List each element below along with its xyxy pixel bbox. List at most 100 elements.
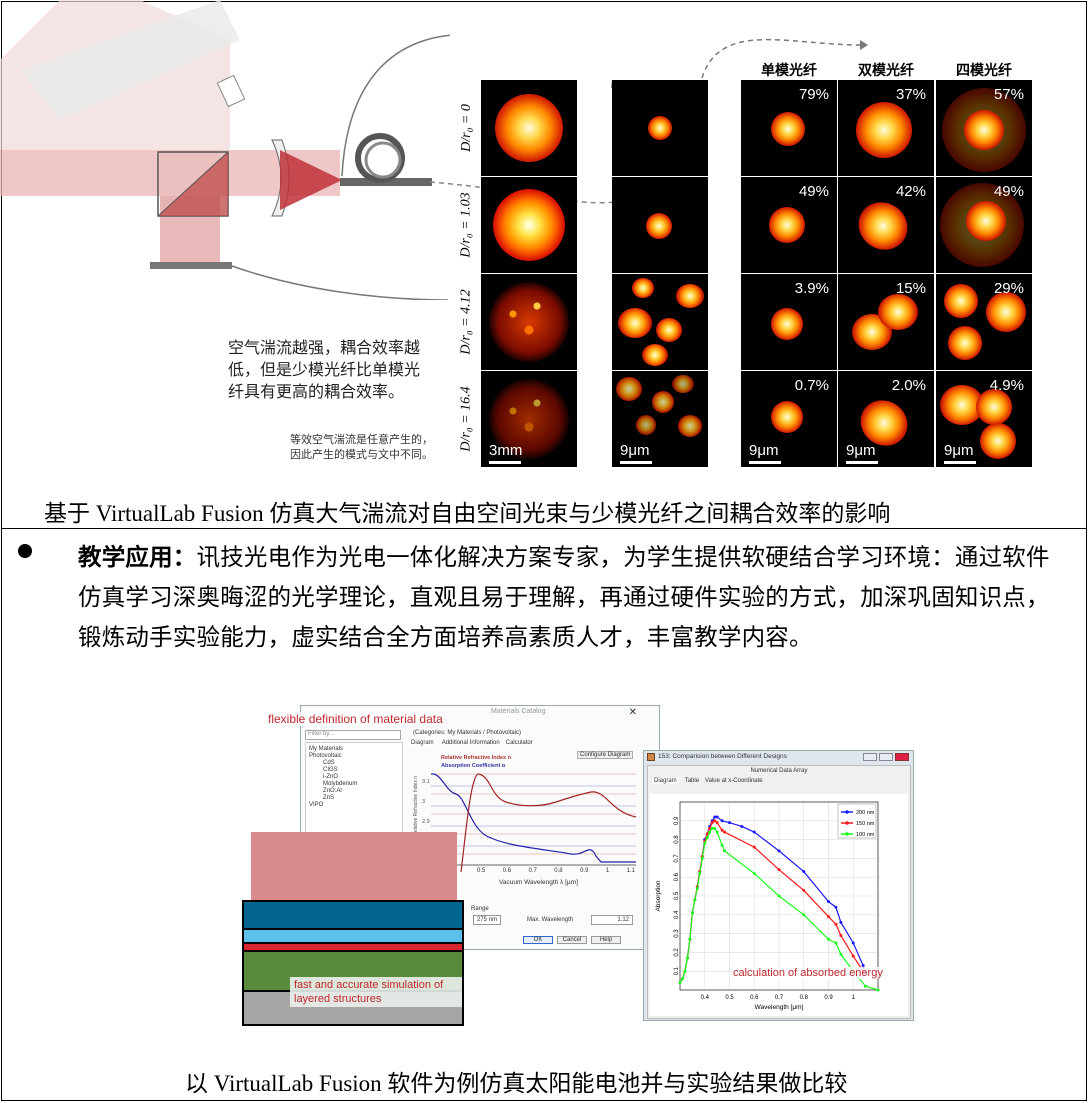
scale-bar: 3mm bbox=[489, 442, 523, 464]
data-point bbox=[715, 815, 719, 819]
configure-diagram-button[interactable]: Configure Diagram bbox=[577, 751, 634, 759]
x-tick: 0.8 bbox=[554, 868, 563, 874]
data-point bbox=[688, 937, 692, 941]
coupling-efficiency: 2.0% bbox=[891, 377, 926, 394]
material-plot bbox=[431, 773, 637, 872]
max-wavelength-input[interactable]: 1.12 bbox=[591, 915, 633, 925]
max-wavelength-label: Max. Wavelength bbox=[527, 917, 574, 923]
y-tick-label: 0.8 bbox=[674, 835, 680, 844]
data-point bbox=[680, 977, 684, 981]
y-tick-label: 0.4 bbox=[674, 910, 680, 919]
focus-image bbox=[612, 274, 708, 370]
data-point bbox=[678, 980, 682, 984]
data-point bbox=[834, 941, 838, 945]
data-point bbox=[713, 826, 717, 830]
data-point bbox=[827, 900, 830, 904]
data-point bbox=[683, 969, 687, 973]
tree-item[interactable]: ZnO:Al bbox=[323, 788, 342, 794]
y-tick: 2.9 bbox=[422, 819, 430, 825]
data-point bbox=[839, 920, 843, 924]
paragraph-body: 讯技光电作为光电一体化解决方案专家，为学生提供软硬结合学习环境：通过软件仿真学习… bbox=[78, 543, 1050, 651]
help-button[interactable]: Help bbox=[591, 936, 621, 944]
x-tick-label: 0.6 bbox=[750, 995, 759, 1001]
beam-image: 3mm bbox=[481, 371, 577, 467]
tree-item[interactable]: My Materials bbox=[309, 746, 344, 752]
two-mode-image: 42% bbox=[838, 177, 934, 273]
teaching-application-paragraph: 教学应用：讯技光电作为光电一体化解决方案专家，为学生提供软硬结合学习环境：通过软… bbox=[78, 537, 1073, 657]
single-mode-image: 79% bbox=[741, 80, 837, 176]
legend-marker bbox=[845, 832, 849, 836]
tree-item[interactable]: Photovoltaic bbox=[309, 753, 342, 759]
turbulence-note: 等效空气湍流是任意产生的， 因此产生的模式与文中不同。 bbox=[290, 432, 433, 462]
data-point bbox=[851, 941, 855, 945]
ok-button[interactable]: OK bbox=[523, 936, 553, 944]
min-wavelength-input[interactable]: 275 nm bbox=[473, 915, 502, 925]
beam-pipe bbox=[20, 0, 240, 120]
data-point bbox=[698, 871, 702, 875]
x-tick: 0.6 bbox=[502, 868, 512, 874]
note-line: 因此产生的模式与文中不同。 bbox=[290, 448, 433, 461]
category-path: (Categories: My Materials / Photovoltaic… bbox=[413, 730, 522, 736]
legend-refractive-index: Relative Refractive Index n bbox=[441, 755, 512, 761]
close-icon[interactable]: ✕ bbox=[628, 707, 637, 718]
table-divider bbox=[1, 528, 1087, 529]
y-tick-label: 0.9 bbox=[674, 816, 680, 825]
data-point bbox=[720, 828, 724, 832]
scale-bar: 9μm bbox=[749, 442, 782, 464]
data-point bbox=[834, 922, 838, 926]
four-mode-image: 29% bbox=[936, 274, 1032, 370]
x-axis-label: Vacuum Wavelength λ [μm] bbox=[499, 879, 578, 886]
y-tick-label: 0.2 bbox=[674, 948, 680, 957]
y-tick-label: 0.1 bbox=[674, 966, 680, 975]
tab-diagram[interactable]: Diagram bbox=[409, 740, 436, 746]
minimize-button[interactable] bbox=[863, 753, 877, 761]
close-button[interactable] bbox=[895, 753, 909, 761]
tab-calculator[interactable]: Calculator bbox=[505, 740, 533, 746]
x-tick-label: 0.5 bbox=[725, 995, 734, 1001]
fiber-coil bbox=[355, 133, 405, 183]
data-point bbox=[827, 915, 830, 919]
tree-item[interactable]: i-ZnO bbox=[323, 774, 338, 780]
maximize-button[interactable] bbox=[879, 753, 893, 761]
y-axis-label: Absorption bbox=[655, 880, 662, 911]
beam-image bbox=[481, 80, 577, 176]
legend-marker bbox=[845, 821, 849, 825]
tab-value-at-x[interactable]: Value at x-Coordinate bbox=[705, 778, 763, 784]
cancel-button[interactable]: Cancel bbox=[557, 936, 587, 944]
x-tick: 0.7 bbox=[528, 868, 537, 874]
tab-additional-information[interactable]: Additional Information bbox=[441, 740, 500, 746]
data-point bbox=[715, 821, 719, 825]
row-label: D/r₀ = 16.4 bbox=[459, 386, 475, 452]
data-point bbox=[713, 815, 717, 819]
y-tick: 3 bbox=[422, 799, 426, 805]
data-point bbox=[802, 888, 806, 892]
y-tick-label: 0.7 bbox=[674, 854, 680, 863]
data-point bbox=[740, 824, 744, 828]
layer-structure-label: fast and accurate simulation of layered … bbox=[290, 977, 462, 1007]
data-point bbox=[777, 894, 781, 898]
scale-bar: 9μm bbox=[944, 442, 977, 464]
x-axis-label: Wavelength [μm] bbox=[755, 1004, 804, 1011]
tree-item[interactable]: CIGS bbox=[323, 767, 338, 773]
data-point bbox=[864, 984, 868, 988]
focus-image bbox=[612, 177, 708, 273]
tree-item[interactable]: CdS bbox=[323, 760, 335, 766]
figure1-caption: 基于 VirtualLab Fusion 仿真大气湍流对自由空间光束与少模光纤之… bbox=[44, 501, 891, 526]
tree-item[interactable]: Molybdenum bbox=[323, 781, 358, 787]
four-mode-image: 57% bbox=[936, 80, 1032, 176]
note-line: 等效空气湍流是任意产生的， bbox=[290, 433, 433, 446]
data-point bbox=[752, 830, 756, 834]
x-tick-label: 0.9 bbox=[824, 995, 833, 1001]
tree-item[interactable]: VIPO bbox=[309, 802, 324, 808]
y-tick-label: 0.3 bbox=[674, 929, 680, 938]
filter-input[interactable]: Filter by... bbox=[305, 730, 401, 740]
tab-diagram[interactable]: Diagram bbox=[652, 778, 679, 784]
two-mode-image: 15% bbox=[838, 274, 934, 370]
x-tick: 1 bbox=[605, 868, 610, 874]
coupling-efficiency: 49% bbox=[993, 183, 1024, 200]
tab-table[interactable]: Table bbox=[684, 778, 700, 784]
tree-item[interactable]: ZnS bbox=[323, 795, 335, 801]
x-tick-label: 0.7 bbox=[775, 995, 784, 1001]
turbulence-annotation: 空气湍流越强，耦合效率越 低，但是少模光纤比单模光 纤具有更高的耦合效率。 bbox=[228, 337, 420, 403]
data-point bbox=[861, 964, 865, 968]
